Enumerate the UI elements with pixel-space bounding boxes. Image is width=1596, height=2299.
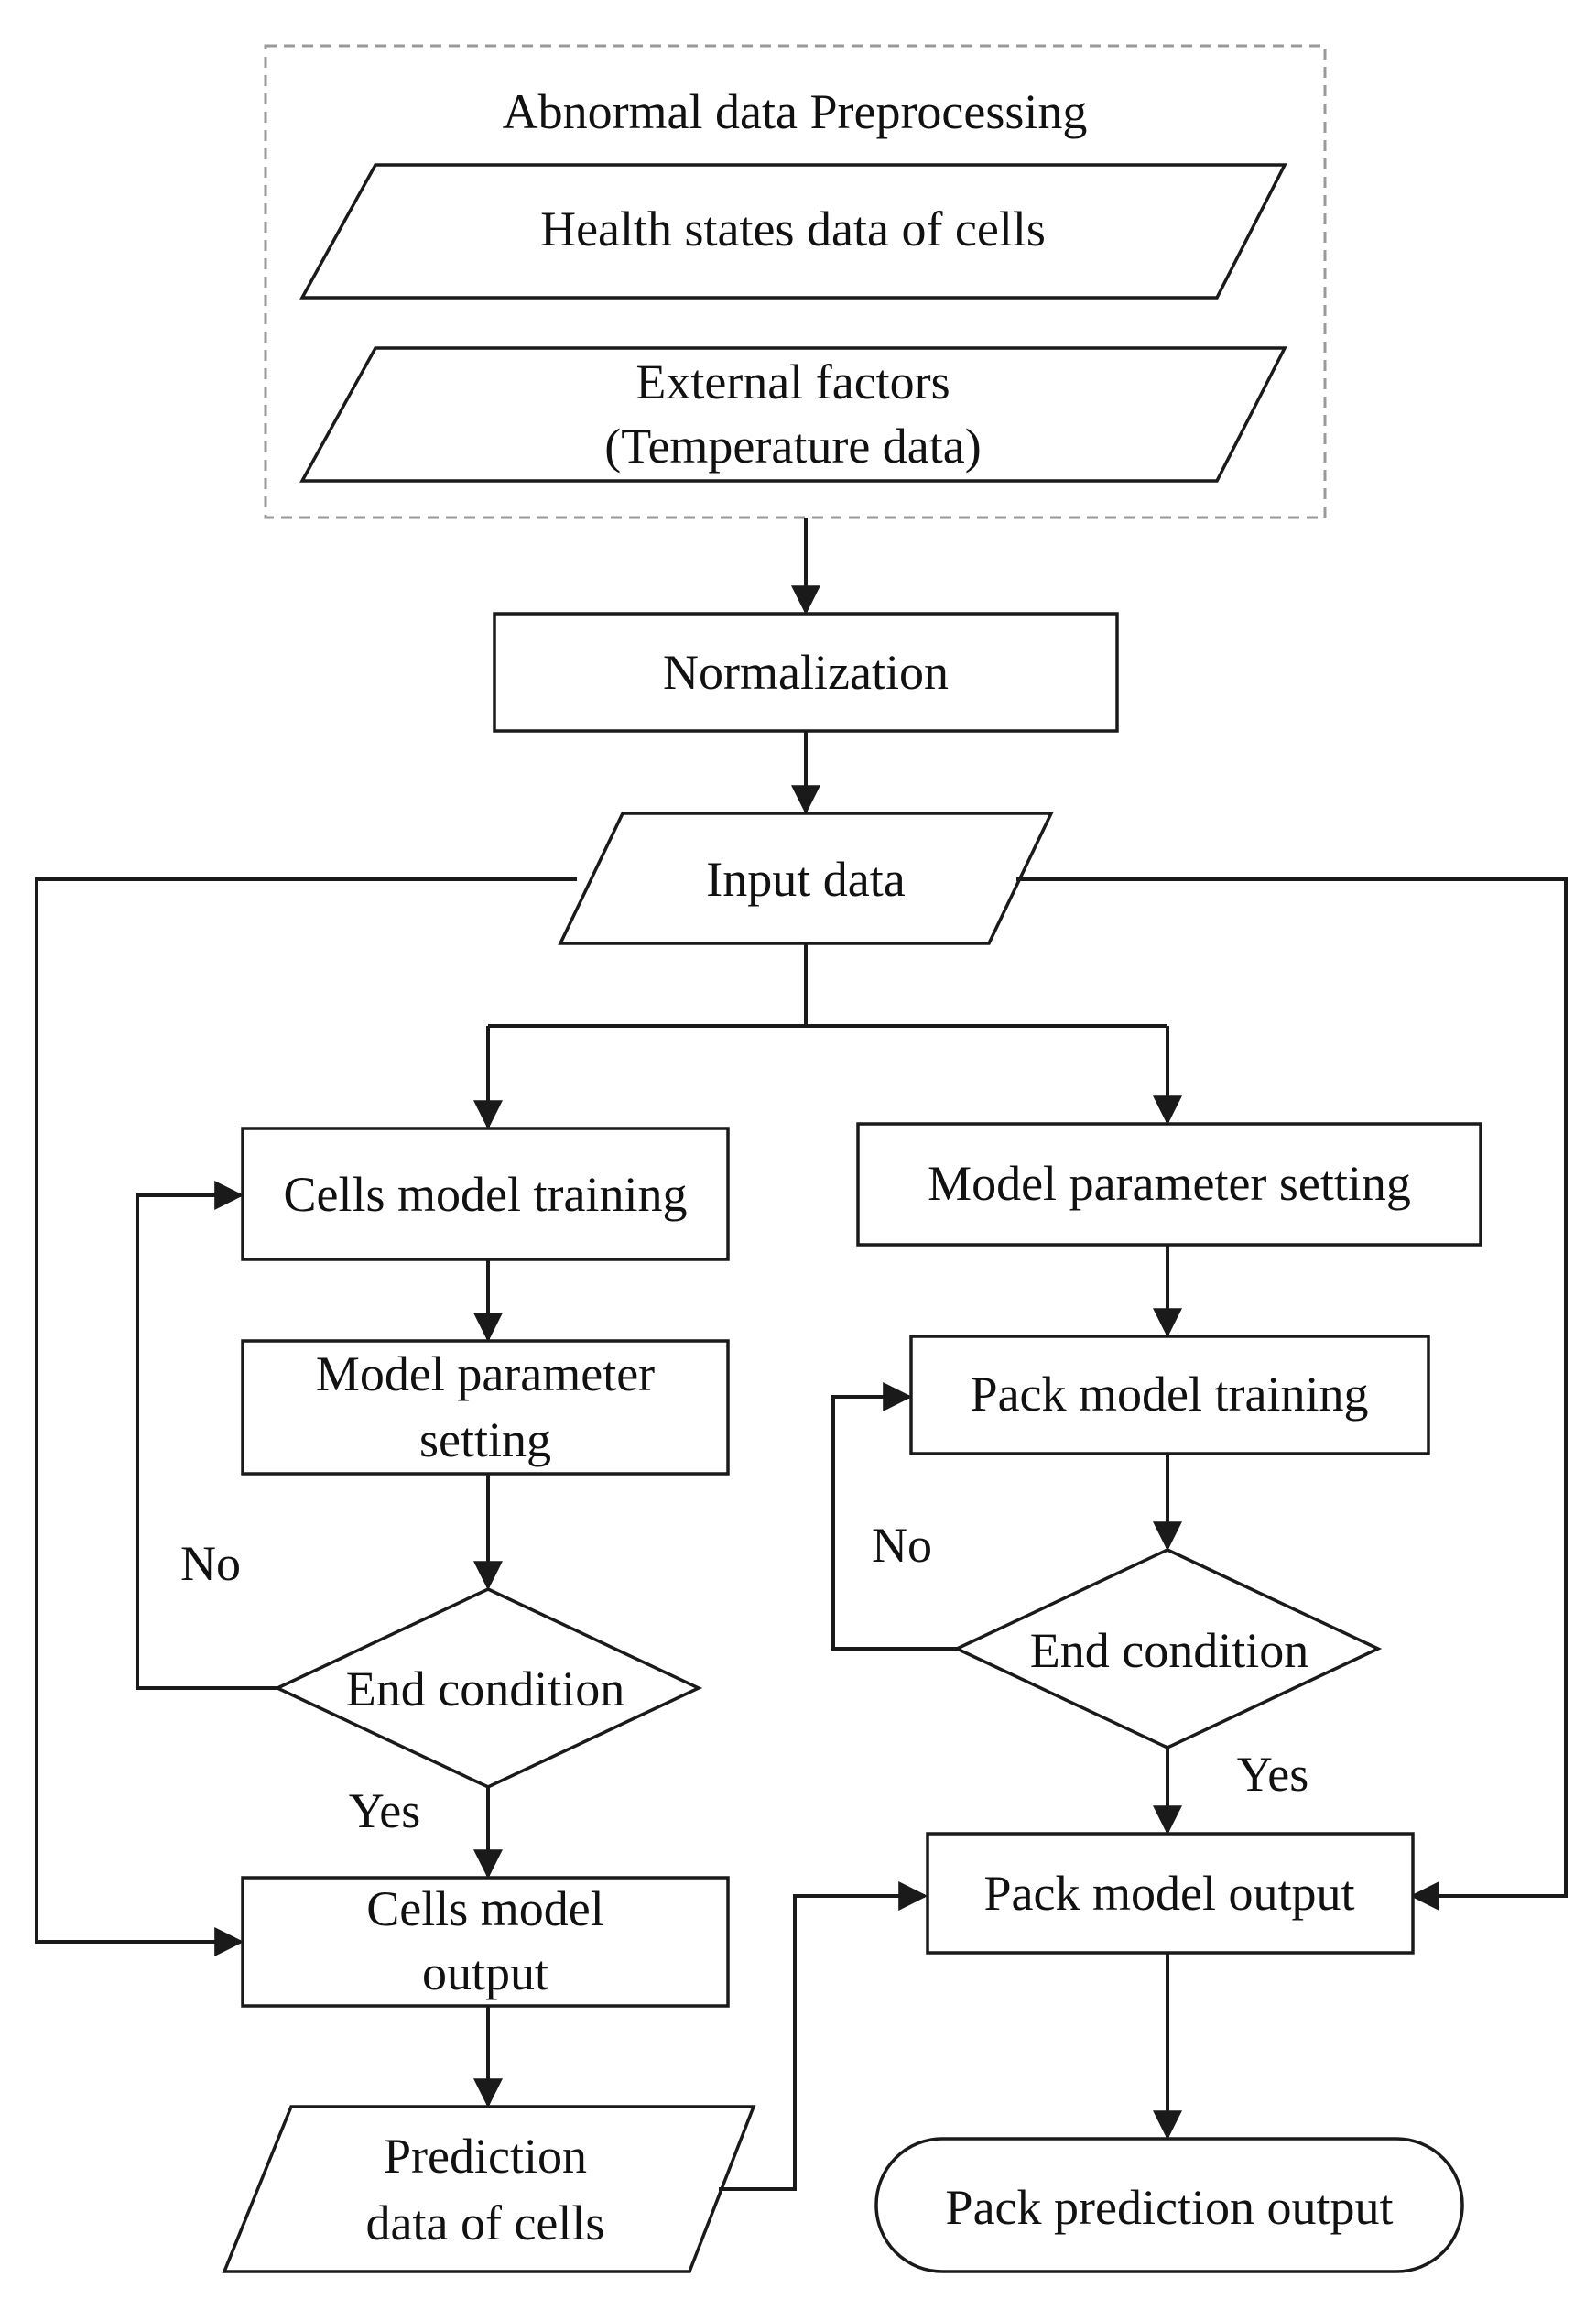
cells-model-output-label-line1: Cells model	[366, 1881, 603, 1936]
prediction-data-of-cells-label-line1: Prediction	[384, 2129, 587, 2184]
arrow-cells-no-loop	[136, 1181, 277, 1690]
pack-model-training-label: Pack model training	[971, 1367, 1369, 1422]
cells-model-training-box	[241, 1127, 730, 1261]
pack-model-output-label: Pack model output	[984, 1866, 1355, 1921]
cells-yes-label: Yes	[349, 1783, 421, 1838]
cells-branch: Cells model training Model parameter set…	[136, 1127, 928, 2273]
preprocessing-group: Abnormal data Preprocessing Health state…	[264, 44, 1327, 519]
cells-model-parameter-label-line2: setting	[419, 1412, 551, 1467]
pack-model-parameter-box	[856, 1122, 1482, 1247]
cells-model-training-label: Cells model training	[284, 1167, 688, 1222]
cells-no-label: No	[180, 1536, 241, 1591]
external-factors-label-line2: (Temperature data)	[604, 419, 981, 474]
arrow-input-to-cells-output	[35, 877, 577, 1956]
preprocessing-title: Abnormal data Preprocessing	[503, 84, 1088, 139]
health-states-data-label: Health states data of cells	[540, 202, 1046, 256]
external-factors-label-line1: External factors	[635, 354, 950, 409]
pack-prediction-output-label: Pack prediction output	[946, 2180, 1394, 2235]
pack-no-label: No	[872, 1518, 932, 1573]
pack-end-condition-label: End condition	[1030, 1623, 1308, 1678]
pack-model-output-box	[926, 1832, 1415, 1955]
arrow-cells-prediction-to-pack-output	[719, 1881, 928, 2191]
preprocessing-dashed-frame	[264, 44, 1327, 519]
prediction-data-of-cells-shape	[222, 2105, 756, 2273]
cells-model-output-box	[241, 1876, 730, 2008]
cells-model-parameter-box	[241, 1339, 730, 1476]
cells-model-parameter-label-line1: Model parameter	[316, 1346, 655, 1401]
input-data-label: Input data	[706, 852, 905, 907]
cells-model-output-label-line2: output	[422, 1945, 548, 2000]
cells-end-condition-label: End condition	[346, 1662, 624, 1716]
health-states-data-shape	[299, 163, 1287, 300]
arrow-input-to-pack-output	[1016, 877, 1568, 1911]
prediction-data-of-cells-label-line2: data of cells	[366, 2195, 605, 2250]
normalization-label: Normalization	[663, 645, 949, 700]
pack-model-training-box	[909, 1335, 1430, 1455]
external-factors-shape	[299, 346, 1287, 483]
arrow-pack-no-loop	[831, 1382, 957, 1651]
pack-prediction-output-terminal	[874, 2137, 1464, 2273]
pack-model-parameter-label: Model parameter setting	[928, 1156, 1411, 1211]
input-data-shape	[558, 812, 1054, 945]
pack-yes-label: Yes	[1237, 1747, 1309, 1802]
pack-branch: Model parameter setting Pack model train…	[831, 1122, 1482, 2273]
